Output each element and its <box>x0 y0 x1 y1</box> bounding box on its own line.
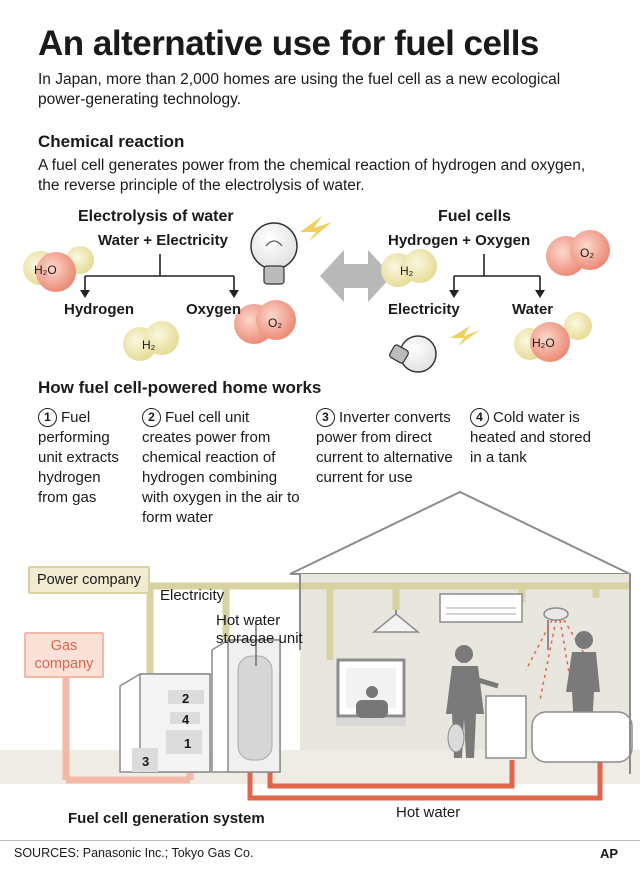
step-2-number: 2 <box>142 408 161 427</box>
oxygen-formula: O₂ <box>268 316 282 330</box>
bucket <box>447 723 465 753</box>
small-light-bulb-icon <box>389 335 437 373</box>
chemical-reaction-heading: Chemical reaction <box>38 132 185 151</box>
credit: AP <box>600 846 619 861</box>
reaction-diagram <box>23 216 610 373</box>
roof <box>289 490 631 575</box>
electrolysis-output-hydrogen: Hydrogen <box>64 301 135 318</box>
hydrogen-molecule-icon <box>123 321 179 361</box>
unit-number-4: 4 <box>182 712 190 727</box>
ceiling-lamp <box>371 610 421 633</box>
air-conditioner <box>439 593 523 623</box>
fuelcells-title: Fuel cells <box>438 208 511 225</box>
electrolysis-input: Water + Electricity <box>98 232 228 249</box>
electrolysis-branch-lines <box>84 254 235 292</box>
hot-water-label: Hot water <box>396 804 461 821</box>
electrolysis-output-oxygen: Oxygen <box>186 301 242 318</box>
television <box>336 658 406 726</box>
subtitle: In Japan, more than 2,000 homes are usin… <box>38 71 561 108</box>
oxygen-molecule-icon <box>234 300 296 344</box>
step-3-text: Inverter converts power from direct curr… <box>316 409 453 486</box>
house-illustration <box>0 490 640 801</box>
fuelcell-water-molecule-icon <box>514 312 592 362</box>
fuelcell-hydrogen-formula: H₂ <box>400 264 414 278</box>
unit-number-2: 2 <box>182 691 190 706</box>
system-label: Fuel cell generation system <box>68 810 265 827</box>
step-2-text: Fuel cell unit creates power from chemic… <box>142 409 300 526</box>
unit-number-1: 1 <box>184 736 192 751</box>
fuelcells-input: Hydrogen + Oxygen <box>388 232 531 249</box>
step-3-number: 3 <box>316 408 335 427</box>
step-1-number: 1 <box>38 408 57 427</box>
fuelcell-hydrogen-molecule-icon <box>381 249 437 287</box>
fuelcell-branch-lines <box>453 254 541 292</box>
storage-unit-label: Hot water storagae unit <box>216 612 303 647</box>
chemical-reaction-text: A fuel cell generates power from the che… <box>38 157 586 194</box>
step-4-number: 4 <box>470 408 489 427</box>
home-heading: How fuel cell-powered home works <box>38 378 322 397</box>
power-company-label: Power company <box>28 566 150 594</box>
lightning-icon <box>300 216 332 242</box>
fuelcells-output-water: Water <box>512 301 554 318</box>
fuelcell-water-formula: H₂O <box>532 336 555 350</box>
water-molecule-icon <box>23 246 94 292</box>
sink-cabinet <box>485 695 527 759</box>
fuelcell-oxygen-formula: O₂ <box>580 246 594 260</box>
electricity-label: Electricity <box>160 587 225 604</box>
water-formula: H₂O <box>34 263 57 277</box>
double-arrow-icon <box>320 250 392 302</box>
footer-divider <box>0 840 640 841</box>
gas-company-label: Gas company <box>24 632 104 678</box>
fuelcells-output-electricity: Electricity <box>388 301 460 318</box>
light-bulb-icon <box>250 222 298 285</box>
fuel-cell-unit <box>119 673 211 773</box>
page-title: An alternative use for fuel cells <box>38 24 539 63</box>
bathtub <box>531 711 633 763</box>
hot-water-storage-tank <box>211 620 281 773</box>
small-lightning-icon <box>450 326 480 346</box>
step-1-text: Fuel performing unit extracts hydrogen f… <box>38 409 119 506</box>
step-4-text: Cold water is heated and stored in a tan… <box>470 409 591 466</box>
person-in-shower <box>566 631 600 726</box>
hydrogen-formula: H₂ <box>142 338 156 352</box>
sources: SOURCES: Panasonic Inc.; Tokyo Gas Co. <box>14 846 254 860</box>
fuelcell-oxygen-molecule-icon <box>546 230 610 276</box>
electrolysis-title: Electrolysis of water <box>78 208 234 225</box>
unit-number-3: 3 <box>142 754 150 769</box>
